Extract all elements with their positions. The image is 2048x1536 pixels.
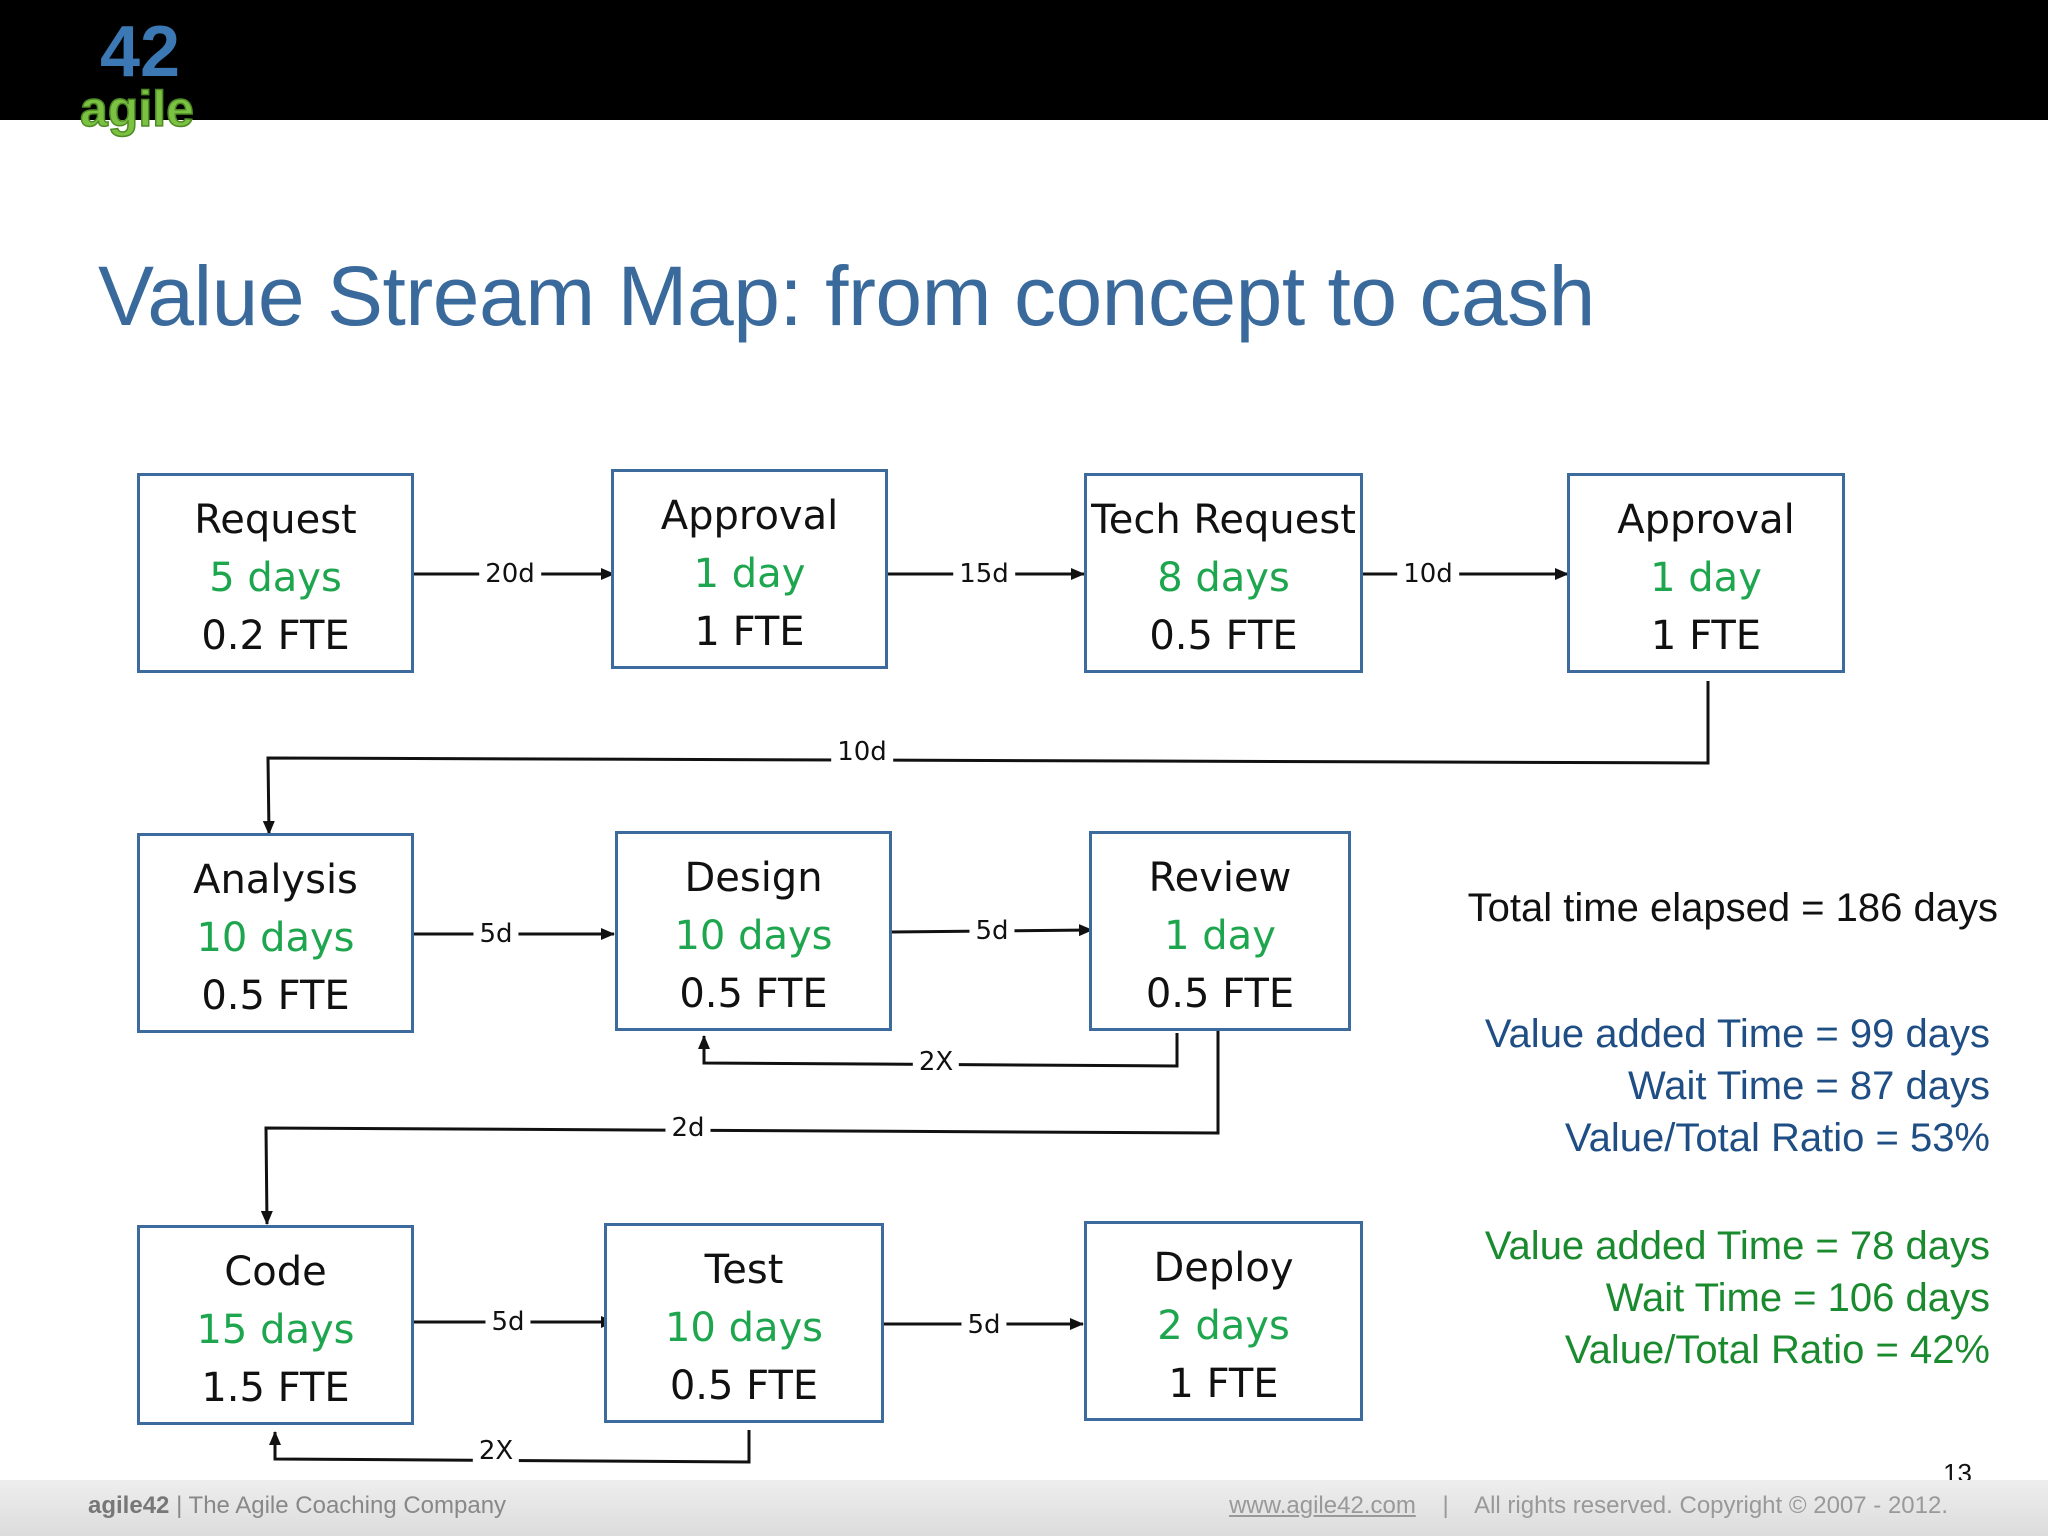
- step-days: 1 day: [1650, 555, 1762, 601]
- process-step-analysis: Analysis 10 days 0.5 FTE: [137, 833, 414, 1033]
- value-ratio-before: Value/Total Ratio = 53%: [1564, 1116, 1990, 1160]
- step-fte: 0.5 FTE: [201, 973, 350, 1019]
- step-fte: 0.5 FTE: [1149, 613, 1298, 659]
- footer-url-link[interactable]: www.agile42.com: [1229, 1492, 1416, 1519]
- step-fte: 0.5 FTE: [679, 971, 828, 1017]
- wait-label: 15d: [953, 559, 1015, 589]
- wait-label: 5d: [473, 919, 519, 949]
- process-step-design: Design 10 days 0.5 FTE: [615, 831, 892, 1031]
- wait-time-before: Wait Time = 87 days: [1628, 1064, 1990, 1108]
- process-step-approval-2: Approval 1 day 1 FTE: [1567, 473, 1845, 673]
- step-name: Code: [224, 1249, 327, 1295]
- agile42-logo: 42 agile: [79, 12, 194, 138]
- arrow-approval2-analysis: [262, 681, 1710, 835]
- step-fte: 1 FTE: [1168, 1361, 1279, 1407]
- value-ratio-after: Value/Total Ratio = 42%: [1564, 1328, 1990, 1372]
- step-name: Approval: [1617, 497, 1795, 543]
- process-step-test: Test 10 days 0.5 FTE: [604, 1223, 884, 1423]
- step-fte: 1 FTE: [694, 609, 805, 655]
- step-days: 10 days: [664, 1305, 824, 1351]
- step-fte: 0.5 FTE: [1145, 971, 1295, 1017]
- step-fte: 1.5 FTE: [201, 1365, 350, 1411]
- process-step-request: Request 5 days 0.2 FTE: [137, 473, 414, 673]
- logo-number: 42: [100, 12, 180, 92]
- footer-copyright-block: www.agile42.com | All rights reserved. C…: [1229, 1492, 1948, 1520]
- step-name: Review: [1148, 855, 1292, 901]
- value-added-time-after: Value added Time = 78 days: [1484, 1224, 1990, 1268]
- step-name: Request: [194, 497, 357, 543]
- arrow-review-code: [260, 1030, 1220, 1225]
- footer-separator: |: [1442, 1492, 1449, 1519]
- wait-label: 2X: [472, 1436, 520, 1466]
- process-step-approval: Approval 1 day 1 FTE: [611, 469, 888, 669]
- wait-time-after: Wait Time = 106 days: [1605, 1276, 1990, 1320]
- step-fte: 1 FTE: [1650, 613, 1762, 659]
- wait-label: 2X: [912, 1047, 960, 1077]
- wait-label: 5d: [969, 916, 1015, 946]
- step-name: Analysis: [193, 857, 358, 903]
- step-name: Test: [704, 1247, 784, 1293]
- footer-brand: agile42 | The Agile Coaching Company: [88, 1492, 506, 1520]
- process-step-tech-request: Tech Request 8 days 0.5 FTE: [1084, 473, 1363, 673]
- step-days: 1 day: [693, 551, 806, 597]
- footer-tagline: | The Agile Coaching Company: [176, 1492, 507, 1519]
- step-name: Tech Request: [1091, 497, 1356, 543]
- process-step-deploy: Deploy 2 days 1 FTE: [1084, 1221, 1363, 1421]
- wait-label: 20d: [479, 559, 541, 589]
- wait-label: 2d: [665, 1113, 711, 1143]
- value-added-time-before: Value added Time = 99 days: [1484, 1012, 1990, 1056]
- wait-label: 5d: [485, 1307, 531, 1337]
- wait-label: 10d: [831, 737, 893, 767]
- step-days: 15 days: [196, 1307, 355, 1353]
- step-days: 10 days: [674, 913, 833, 959]
- step-days: 8 days: [1157, 555, 1290, 601]
- slide-title: Value Stream Map: from concept to cash: [98, 249, 1595, 343]
- footer-brand-name: agile42: [88, 1492, 170, 1519]
- header-bar: [0, 0, 2048, 120]
- step-days: 5 days: [209, 555, 342, 601]
- step-days: 10 days: [196, 915, 355, 961]
- total-time-elapsed: Total time elapsed = 186 days: [1467, 886, 1998, 930]
- footer-copyright: All rights reserved. Copyright © 2007 - …: [1474, 1492, 1948, 1519]
- process-step-code: Code 15 days 1.5 FTE: [137, 1225, 414, 1425]
- wait-label: 5d: [961, 1310, 1007, 1340]
- step-name: Approval: [660, 493, 839, 539]
- step-name: Deploy: [1153, 1245, 1294, 1291]
- logo-word: agile: [80, 81, 194, 137]
- footer-bar: [0, 1480, 2048, 1536]
- step-days: 1 day: [1164, 913, 1276, 959]
- step-name: Design: [684, 855, 823, 901]
- step-fte: 0.2 FTE: [201, 613, 350, 659]
- wait-label: 10d: [1397, 559, 1459, 589]
- step-days: 2 days: [1157, 1303, 1290, 1349]
- process-step-review: Review 1 day 0.5 FTE: [1089, 831, 1351, 1031]
- step-fte: 0.5 FTE: [669, 1363, 819, 1409]
